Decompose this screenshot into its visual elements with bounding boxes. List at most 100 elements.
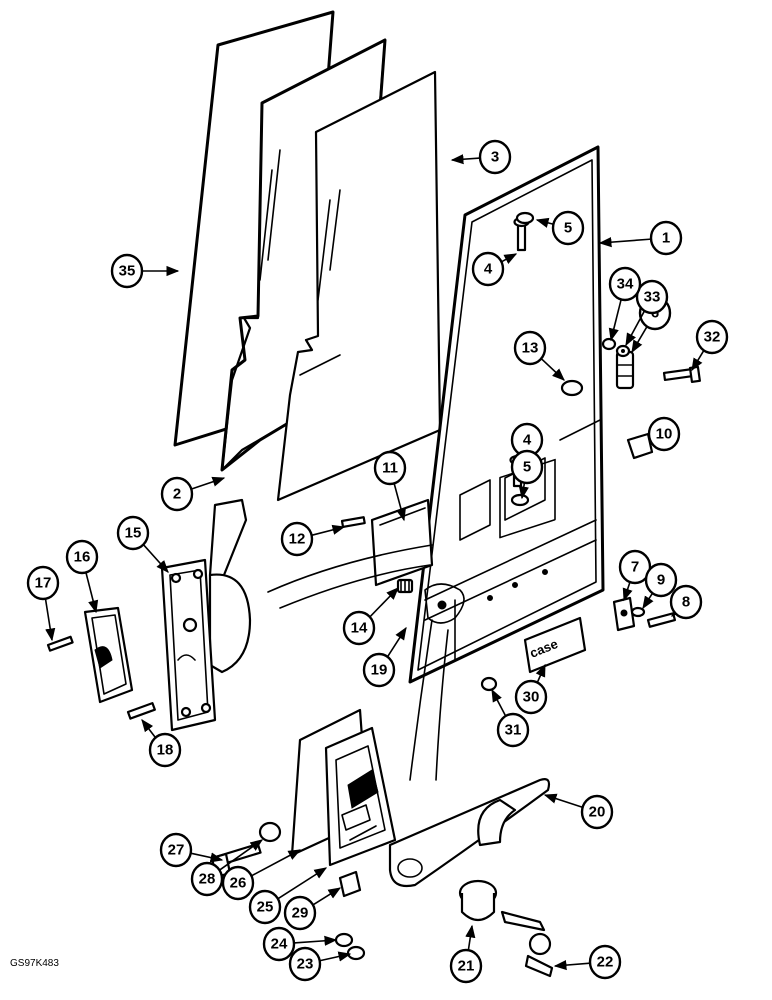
washer-34 bbox=[601, 337, 617, 351]
callout-label: 25 bbox=[257, 899, 274, 916]
callout-28: 28 bbox=[190, 839, 264, 897]
callout-leader bbox=[500, 253, 518, 264]
latch-plate-11 bbox=[370, 498, 434, 587]
callout-leader bbox=[553, 959, 591, 971]
callout-label: 7 bbox=[631, 559, 639, 576]
callout-leader bbox=[293, 935, 338, 946]
callout-27: 27 bbox=[159, 832, 224, 868]
callout-label: 29 bbox=[292, 905, 309, 922]
callout-3: 3 bbox=[450, 139, 512, 175]
callout-leader bbox=[319, 951, 352, 962]
callout-label: 8 bbox=[682, 594, 690, 611]
callout-circle bbox=[608, 266, 642, 302]
screw-18 bbox=[126, 702, 156, 720]
callout-22: 22 bbox=[553, 944, 622, 980]
callout-label: 5 bbox=[564, 220, 572, 237]
callout-leader bbox=[518, 481, 529, 500]
callout-circle bbox=[248, 889, 282, 925]
callout-label: 30 bbox=[523, 689, 540, 706]
callout-label: 18 bbox=[157, 742, 174, 759]
callout-leader bbox=[311, 524, 346, 537]
callout-circle bbox=[635, 279, 669, 315]
callout-circle bbox=[695, 319, 729, 355]
callout-circle bbox=[510, 449, 544, 485]
callout-8: 8 bbox=[669, 584, 703, 620]
plug-13 bbox=[560, 379, 584, 397]
callout-circle bbox=[160, 476, 194, 512]
callout-label: 10 bbox=[656, 426, 673, 443]
callout-label: 16 bbox=[74, 549, 91, 566]
clip-10 bbox=[626, 432, 654, 460]
callout-label: 2 bbox=[173, 486, 181, 503]
screw-12 bbox=[340, 516, 366, 529]
callout-label: 34 bbox=[617, 276, 634, 293]
glass-panel-front bbox=[276, 70, 442, 502]
callout-leader bbox=[190, 852, 224, 863]
callout-label: 12 bbox=[289, 531, 306, 548]
callout-14: 14 bbox=[342, 587, 399, 646]
striker-plate-16 bbox=[83, 606, 134, 704]
callout-35: 35 bbox=[110, 253, 180, 289]
callout-circle bbox=[580, 794, 614, 830]
nut-31 bbox=[480, 676, 498, 692]
callout-label: 3 bbox=[491, 149, 499, 166]
callout-circle bbox=[280, 521, 314, 557]
bracket-7 bbox=[612, 596, 636, 632]
callout-13: 13 bbox=[513, 330, 565, 381]
callout-leader bbox=[218, 839, 264, 871]
callout-11: 11 bbox=[373, 450, 407, 522]
callout-24: 24 bbox=[262, 926, 338, 962]
nut-5-lower bbox=[510, 493, 530, 507]
callout-33: 33 bbox=[625, 279, 669, 347]
callout-circle bbox=[449, 948, 483, 984]
callout-circle bbox=[159, 832, 193, 868]
callout-31: 31 bbox=[491, 688, 530, 748]
washer-28 bbox=[258, 821, 282, 843]
callout-circle bbox=[471, 251, 505, 287]
callout-leader bbox=[368, 587, 399, 618]
callout-label: 35 bbox=[119, 263, 136, 280]
callout-leader bbox=[622, 580, 633, 602]
drawing-reference: GS97K483 bbox=[10, 958, 59, 969]
callout-leader bbox=[277, 867, 328, 900]
callout-9: 9 bbox=[642, 562, 678, 610]
callout-leader bbox=[142, 543, 169, 573]
callout-label: 17 bbox=[35, 575, 52, 592]
logo-badge-30: case bbox=[523, 616, 587, 674]
callout-label: 9 bbox=[657, 572, 665, 589]
callout-15: 15 bbox=[116, 515, 169, 573]
callout-label: 1 bbox=[662, 230, 670, 247]
callout-leader bbox=[598, 237, 652, 248]
callout-circle bbox=[588, 944, 622, 980]
callout-circle bbox=[649, 220, 683, 256]
callout-circle bbox=[116, 515, 150, 551]
callout-7: 7 bbox=[618, 549, 652, 602]
callout-label: 22 bbox=[597, 954, 614, 971]
callout-leader bbox=[642, 592, 654, 610]
callout-16: 16 bbox=[65, 539, 99, 614]
callout-leader bbox=[535, 217, 554, 228]
callout-23: 23 bbox=[288, 946, 352, 982]
callout-12: 12 bbox=[280, 521, 346, 557]
callout-leader bbox=[465, 924, 476, 952]
callout-leader bbox=[491, 688, 507, 718]
callout-leader bbox=[608, 298, 623, 342]
callout-label: 15 bbox=[125, 525, 142, 542]
callout-circle bbox=[513, 330, 547, 366]
callout-leader bbox=[386, 626, 407, 658]
callout-circle bbox=[514, 679, 548, 715]
callout-leader bbox=[450, 154, 481, 165]
callout-label: 33 bbox=[644, 289, 661, 306]
callout-label: 11 bbox=[382, 460, 398, 477]
callout-leader bbox=[44, 597, 56, 642]
callout-2: 2 bbox=[160, 476, 226, 512]
callout-circle bbox=[647, 416, 681, 452]
callout-layer: 1234455678910111213141516171819202122232… bbox=[26, 139, 729, 984]
callout-34: 34 bbox=[608, 266, 642, 342]
callout-circle bbox=[148, 732, 182, 768]
callout-circle bbox=[190, 861, 224, 897]
callout-4: 4 bbox=[471, 251, 518, 287]
bolt-8 bbox=[646, 612, 677, 628]
washer-24 bbox=[334, 932, 354, 948]
callout-circle bbox=[551, 210, 585, 246]
